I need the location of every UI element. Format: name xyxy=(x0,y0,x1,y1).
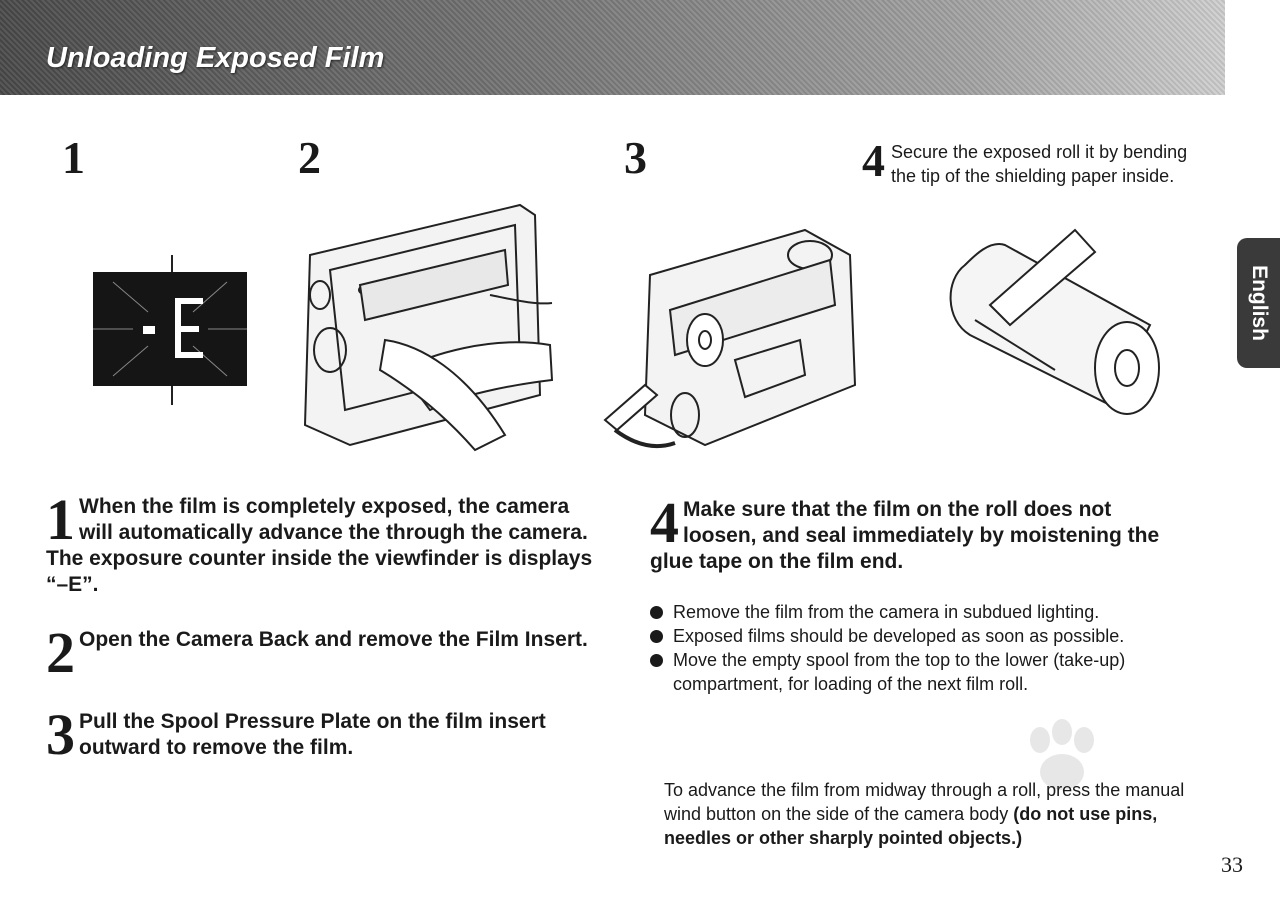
bullet-icon xyxy=(650,654,663,667)
language-tab: English xyxy=(1237,238,1280,368)
note-warning: (do not use pins, needles or other sharp… xyxy=(664,804,1158,848)
step-4-text: Make sure that the film on the roll does… xyxy=(650,498,1160,573)
figure-4-number: 4 xyxy=(862,135,885,186)
figure-4-caption-text: Secure the exposed roll it by bending th… xyxy=(891,142,1188,186)
step-1-text: When the film is completely exposed, the… xyxy=(46,495,593,596)
list-item-text: Move the empty spool from the top to the… xyxy=(673,650,1126,694)
language-tab-label: English xyxy=(1247,265,1271,341)
bullet-icon xyxy=(650,630,663,643)
bullet-icon xyxy=(650,606,663,619)
page-number: 33 xyxy=(1221,852,1243,877)
step-2-text: Open the Camera Back and remove the Film… xyxy=(79,628,588,651)
lcd-blink-rays xyxy=(93,281,247,377)
page-title: Unloading Exposed Film xyxy=(46,42,385,74)
figure-2-number: 2 xyxy=(298,132,321,183)
header-band xyxy=(0,0,1225,95)
step-2-number: 2 xyxy=(46,620,75,685)
list-item: Exposed films should be developed as soo… xyxy=(650,624,1210,648)
figure-sealed-film-roll xyxy=(949,228,1160,415)
step-4-number: 4 xyxy=(650,490,679,555)
step-4: 4 Make sure that the film on the roll do… xyxy=(650,490,1190,575)
list-item-text: Exposed films should be developed as soo… xyxy=(673,626,1125,646)
figure-3-number: 3 xyxy=(624,132,647,183)
list-item-text: Remove the film from the camera in subdu… xyxy=(673,602,1100,622)
watermark-logo xyxy=(1030,719,1094,790)
step-3-number: 3 xyxy=(46,702,75,767)
list-item: Move the empty spool from the top to the… xyxy=(650,648,1210,696)
step-2: 2 Open the Camera Back and remove the Fi… xyxy=(46,620,606,685)
step-1: 1 When the film is completely exposed, t… xyxy=(46,487,606,598)
figure-film-insert-plate xyxy=(603,228,857,449)
step-3-text: Pull the Spool Pressure Plate on the fil… xyxy=(79,710,546,759)
figure-camera-back-open xyxy=(303,203,554,452)
step-3: 3 Pull the Spool Pressure Plate on the f… xyxy=(46,702,606,767)
figure-4-caption: 4 Secure the exposed roll it by bending … xyxy=(862,135,1192,188)
manual-wind-note: To advance the film from midway through … xyxy=(664,778,1204,850)
tips-list: Remove the film from the camera in subdu… xyxy=(650,600,1210,696)
step-1-number: 1 xyxy=(46,487,75,552)
lcd-display xyxy=(93,272,247,386)
list-item: Remove the film from the camera in subdu… xyxy=(650,600,1210,624)
figure-1-number: 1 xyxy=(62,132,85,183)
note-text: To advance the film from midway through … xyxy=(664,780,1185,824)
